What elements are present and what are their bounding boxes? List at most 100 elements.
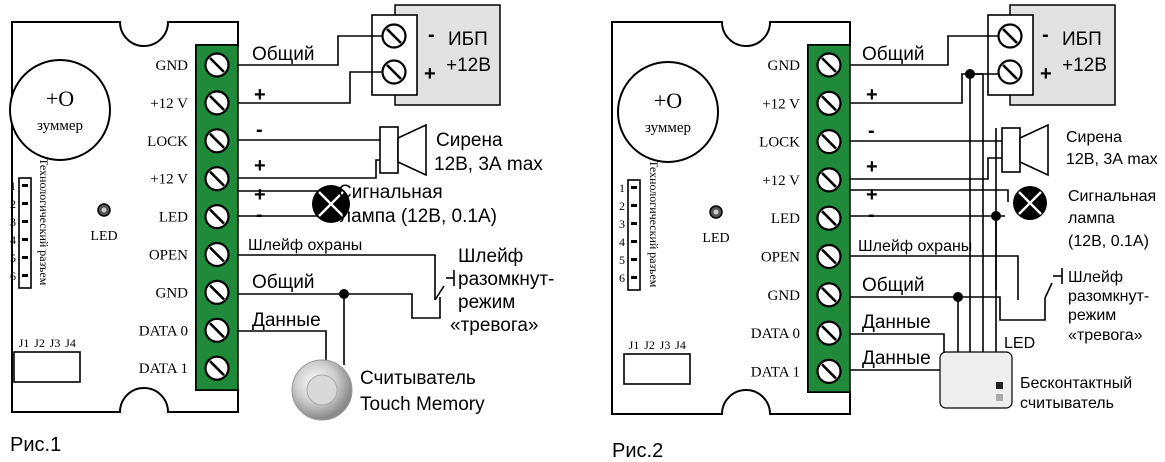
svg-text:+: + <box>866 156 878 178</box>
terminal-gnd: GND <box>768 52 842 78</box>
header-pin-label: 4 <box>619 235 625 249</box>
svg-text:лампа: лампа <box>1068 210 1115 227</box>
terminal-label: +12 V <box>762 173 800 189</box>
wire-label-common-top: Общий <box>252 44 315 65</box>
header-pin-label: 6 <box>619 271 625 285</box>
tech-connector-label: Технологический разъем <box>37 158 51 286</box>
terminal-12-v: +12 V <box>150 165 230 192</box>
terminal-label: OPEN <box>761 250 800 266</box>
svg-text:+O: +O <box>654 88 682 113</box>
svg-text:+: + <box>254 84 266 106</box>
svg-text:Touch Memory: Touch Memory <box>360 394 485 415</box>
header-pin <box>22 220 28 223</box>
terminal-label: LOCK <box>147 134 188 150</box>
svg-text:Общий: Общий <box>862 275 925 296</box>
terminal-label: DATA 1 <box>139 361 188 377</box>
header-pin-label: 1 <box>10 179 16 193</box>
svg-text:Сигнальная: Сигнальная <box>1068 188 1156 205</box>
terminal-data-1: DATA 1 <box>751 358 842 385</box>
header-pin <box>22 274 28 277</box>
header-pin <box>22 184 28 187</box>
touch-memory-reader: Считыватель Touch Memory <box>291 359 485 421</box>
jumper-label: J1 <box>19 336 30 350</box>
header-pin <box>22 256 28 259</box>
terminal-lock: LOCK <box>759 128 842 155</box>
svg-text:-: - <box>868 204 875 226</box>
terminal-label: +12 V <box>150 172 188 188</box>
jumper-label: J2 <box>644 338 655 352</box>
svg-text:Считыватель: Считыватель <box>360 368 476 389</box>
svg-text:Рис.2: Рис.2 <box>612 440 663 462</box>
signal-lamp: Сигнальная лампа (12В, 0.1А) <box>1013 186 1156 250</box>
svg-text:+: + <box>254 155 266 177</box>
header-pin-label: 3 <box>619 217 625 231</box>
jumper-label: J4 <box>65 336 76 350</box>
header-pin-label: 4 <box>10 233 16 247</box>
svg-text:Шлейф: Шлейф <box>1068 269 1123 286</box>
terminal-label: LED <box>771 211 800 227</box>
terminal-open: OPEN <box>149 241 230 268</box>
terminal-label: LED <box>159 210 188 226</box>
terminal-label: +12 V <box>762 96 800 112</box>
header-pin <box>631 240 637 243</box>
signal-lamp: Сигнальная лампа (12В, 0.1А) <box>312 182 497 227</box>
led-indicator: LED <box>90 203 118 244</box>
psu-plus: + <box>424 63 436 85</box>
jumper-label: J3 <box>50 336 61 350</box>
svg-text:Данные: Данные <box>862 348 931 369</box>
svg-text:Бесконтактный: Бесконтактный <box>1020 375 1132 392</box>
terminal-data-1: DATA 1 <box>139 355 230 382</box>
svg-text:Сирена: Сирена <box>436 130 503 151</box>
svg-text:+: + <box>1040 63 1052 85</box>
svg-text:12В, 3А max: 12В, 3А max <box>434 154 543 175</box>
terminal-led: LED <box>159 203 230 230</box>
header-pin <box>22 238 28 241</box>
siren: Сирена 12В, 3А max <box>379 123 543 177</box>
buzzer-label: зуммер <box>37 118 83 134</box>
svg-text:LED: LED <box>1004 335 1035 352</box>
header-pin-label: 3 <box>10 215 16 229</box>
terminal-label: LOCK <box>759 135 800 151</box>
wires <box>850 35 1046 371</box>
proximity-reader: Бесконтактный считыватель <box>939 351 1132 412</box>
power-supply: - + ИБП +12В <box>987 4 1116 106</box>
header-pin-label: 1 <box>619 181 625 195</box>
svg-text:Технологический разъем: Технологический разъем <box>647 160 661 288</box>
terminal-label: GND <box>768 288 801 304</box>
jumper-label: J3 <box>660 338 671 352</box>
terminal-gnd: GND <box>768 281 842 308</box>
terminal-data-0: DATA 0 <box>139 317 230 344</box>
buzzer: +O зуммер <box>617 61 719 163</box>
loop-switch: Шлейф разомкнут- режим «тревога» <box>434 246 554 336</box>
terminal-label: DATA 0 <box>139 323 188 339</box>
svg-text:лампа (12В, 0.1А): лампа (12В, 0.1А) <box>340 206 497 227</box>
svg-text:ИБП: ИБП <box>1062 29 1102 50</box>
led-indicator: LED <box>702 205 730 246</box>
svg-text:Шлейф: Шлейф <box>458 246 523 267</box>
svg-text:Данные: Данные <box>862 312 931 333</box>
wires <box>238 35 441 365</box>
terminal-label: GND <box>156 58 189 74</box>
svg-text:режим: режим <box>458 292 515 313</box>
header-pin <box>22 202 28 205</box>
loop-switch: Шлейф разомкнут- режим «тревога» <box>1044 268 1149 344</box>
svg-text:«тревога»: «тревога» <box>1068 327 1143 344</box>
terminal-12-v: +12 V <box>762 167 842 193</box>
figure-caption: Рис.1 <box>10 434 61 456</box>
header-pin-label: 2 <box>619 199 625 213</box>
terminal-gnd: GND <box>156 279 230 306</box>
led-label: LED <box>90 229 117 244</box>
header-pin-label: 2 <box>10 197 16 211</box>
svg-text:+: + <box>866 184 878 206</box>
svg-text:12В, 3А max: 12В, 3А max <box>1066 151 1158 168</box>
svg-text:Сирена: Сирена <box>1066 129 1122 146</box>
terminal-lock: LOCK <box>147 128 230 154</box>
terminal-label: +12 V <box>150 96 188 112</box>
psu-label-1: ИБП <box>448 29 488 50</box>
svg-text:Шлейф охраны: Шлейф охраны <box>858 238 972 255</box>
svg-text:считыватель: считыватель <box>1020 395 1114 412</box>
